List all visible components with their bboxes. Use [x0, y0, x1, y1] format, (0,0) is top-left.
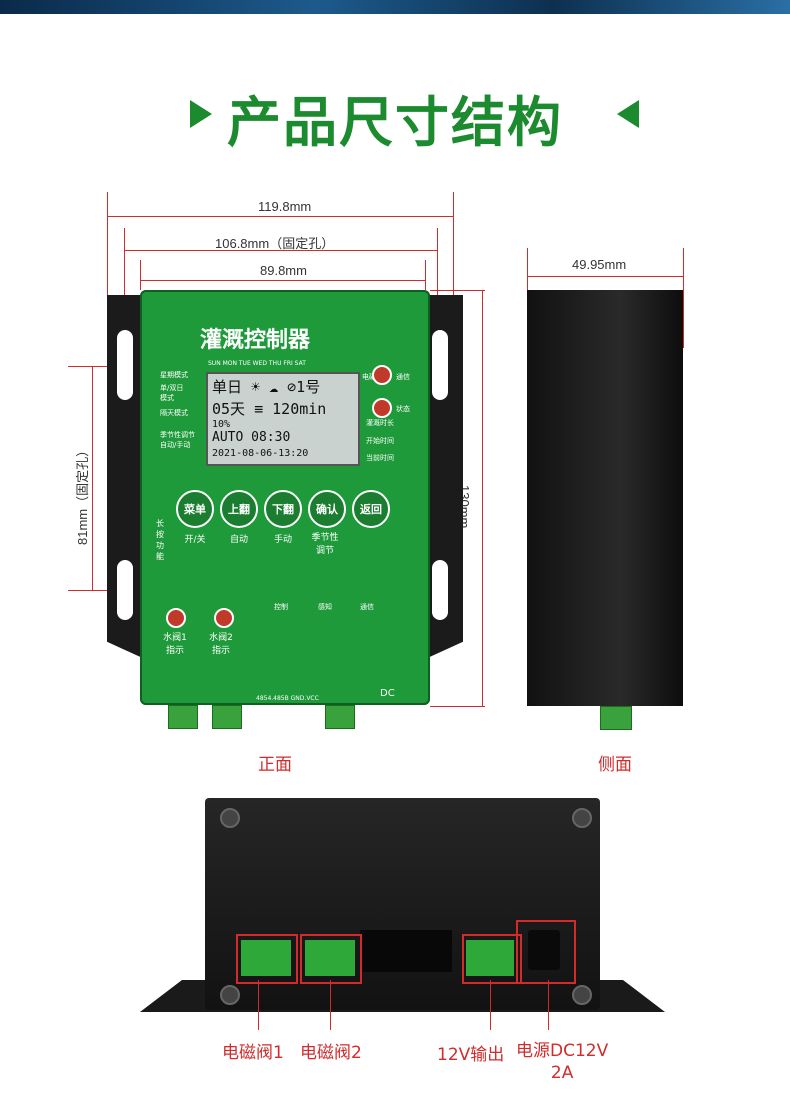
dim-line-mount: [124, 250, 437, 251]
dim-line-height: [482, 290, 483, 706]
callout-3: [490, 980, 491, 1030]
label-power: 电源DC12V 2A: [516, 1041, 609, 1083]
down-sub: 手动: [273, 535, 292, 545]
callout-4: [548, 980, 549, 1030]
valve2-connector: [305, 940, 355, 976]
back-button[interactable]: 返回: [352, 490, 390, 528]
mount-hole-tl: [117, 330, 133, 400]
menu-button[interactable]: 菜单: [176, 490, 214, 528]
valve2-led: [214, 608, 234, 628]
power-box: [516, 920, 576, 984]
valve1-connector: [241, 940, 291, 976]
device-name: 灌溉控制器: [200, 328, 311, 353]
title-left-arrow-icon: [190, 100, 212, 128]
screw-br-icon: [572, 985, 592, 1005]
right-label-4: 灌溉时长: [366, 419, 394, 427]
up-sub: 自动: [229, 535, 248, 545]
left-label-1: 星期模式: [160, 371, 188, 379]
lcd-row-4: AUTO 08:30: [212, 430, 291, 445]
dim-left-3: [140, 260, 141, 290]
screw-tr-icon: [572, 808, 592, 828]
dim-right-3: [425, 260, 426, 290]
dim-line-panel: [140, 280, 425, 281]
left-label-2: 单/双日 模式: [160, 384, 184, 402]
title-wrap: 产品尺寸结构: [0, 78, 790, 158]
valve1-led: [166, 608, 186, 628]
title-right-arrow-icon: [617, 100, 639, 128]
terminal-label-dc: DC: [380, 688, 395, 699]
terminal-2: [212, 705, 242, 729]
slot: [360, 930, 452, 972]
dim-panel-width: 89.8mm: [260, 263, 307, 278]
top-banner: [0, 0, 790, 14]
power-jack: [528, 930, 560, 970]
output-connector: [466, 940, 514, 976]
valve2-box: [300, 934, 362, 984]
left-label-3: 隔天模式: [160, 409, 188, 417]
callout-2: [330, 980, 331, 1030]
screw-tl-icon: [220, 808, 240, 828]
dim-mount-bottom: [68, 590, 123, 591]
side-terminal: [600, 706, 632, 730]
icon-control-label: 控制: [274, 603, 288, 611]
dim-left-2: [124, 228, 125, 308]
side-caption: 侧面: [598, 755, 632, 774]
dim-right-1: [453, 192, 454, 302]
lcd-row-1: 单日 ☀ ☁ ⊘1号: [212, 378, 321, 396]
terminal-3: [325, 705, 355, 729]
mount-hole-br: [432, 560, 448, 620]
side-view: [527, 290, 683, 706]
lcd-screen: 单日 ☀ ☁ ⊘1号 05天 ≡ 120min 10% AUTO 08:30 2…: [206, 372, 360, 466]
terminal-1: [168, 705, 198, 729]
status-led: [372, 398, 392, 418]
dim-mount-top: [68, 366, 123, 367]
screw-bl-icon: [220, 985, 240, 1005]
dim-mount-height: 81mm（固定孔）: [75, 443, 90, 545]
dim-left-1: [107, 192, 108, 302]
dim-line-mount-h: [92, 366, 93, 590]
dim-depth: 49.95mm: [572, 257, 627, 272]
lcd-row-5: 2021-08-06-13:20: [212, 448, 309, 459]
dim-mount-width: 106.8mm（固定孔）: [215, 236, 335, 251]
right-label-2: 通信: [396, 373, 410, 381]
output-box: [462, 934, 522, 984]
menu-sub: 开/关: [184, 535, 206, 545]
callout-1: [258, 980, 259, 1030]
valve1-indicator: 水阀1 指示: [163, 633, 187, 656]
dim-right-2: [437, 228, 438, 308]
icon-sense-label: 感知: [318, 603, 332, 611]
valve2-indicator: 水阀2 指示: [209, 633, 233, 656]
label-valve1: 电磁阀1: [222, 1043, 284, 1063]
right-label-5: 开始时间: [366, 437, 394, 445]
dim-total-width: 119.8mm: [258, 199, 312, 214]
page-title: 产品尺寸结构: [227, 91, 563, 154]
dim-side-right: [683, 248, 684, 348]
front-panel: 灌溉控制器 SUN MON TUE WED THU FRI SAT 星期模式 单…: [140, 290, 430, 705]
terminal-label-485: 4854.485B GND.VCC: [256, 695, 319, 702]
front-caption: 正面: [258, 755, 292, 774]
label-12v-output: 12V输出: [437, 1045, 505, 1065]
dim-height-top: [430, 290, 485, 291]
left-label-5: 自动/手动: [160, 441, 191, 449]
lcd-row-3: 10%: [212, 419, 231, 430]
left-label-4: 季节性调节: [160, 431, 195, 439]
mount-hole-tr: [432, 330, 448, 400]
page-up-button[interactable]: 上翻: [220, 490, 258, 528]
page-down-button[interactable]: 下翻: [264, 490, 302, 528]
mount-hole-bl: [117, 560, 133, 620]
icon-comm-label: 通信: [360, 603, 374, 611]
right-label-6: 当前时间: [366, 454, 394, 462]
weekday-row: SUN MON TUE WED THU FRI SAT: [208, 360, 306, 367]
dim-line-depth: [527, 276, 683, 277]
confirm-sub: 季节性 调节: [311, 533, 339, 556]
long-press-label: 长按功能: [156, 519, 164, 561]
dim-line-total: [107, 216, 453, 217]
dim-height-bottom: [430, 706, 485, 707]
label-valve2: 电磁阀2: [300, 1043, 362, 1063]
confirm-button[interactable]: 确认: [308, 490, 346, 528]
comm-led: [372, 365, 392, 385]
lcd-row-2: 05天 ≡ 120min: [212, 400, 327, 418]
valve1-box: [236, 934, 298, 984]
right-label-3: 状态: [396, 405, 410, 413]
